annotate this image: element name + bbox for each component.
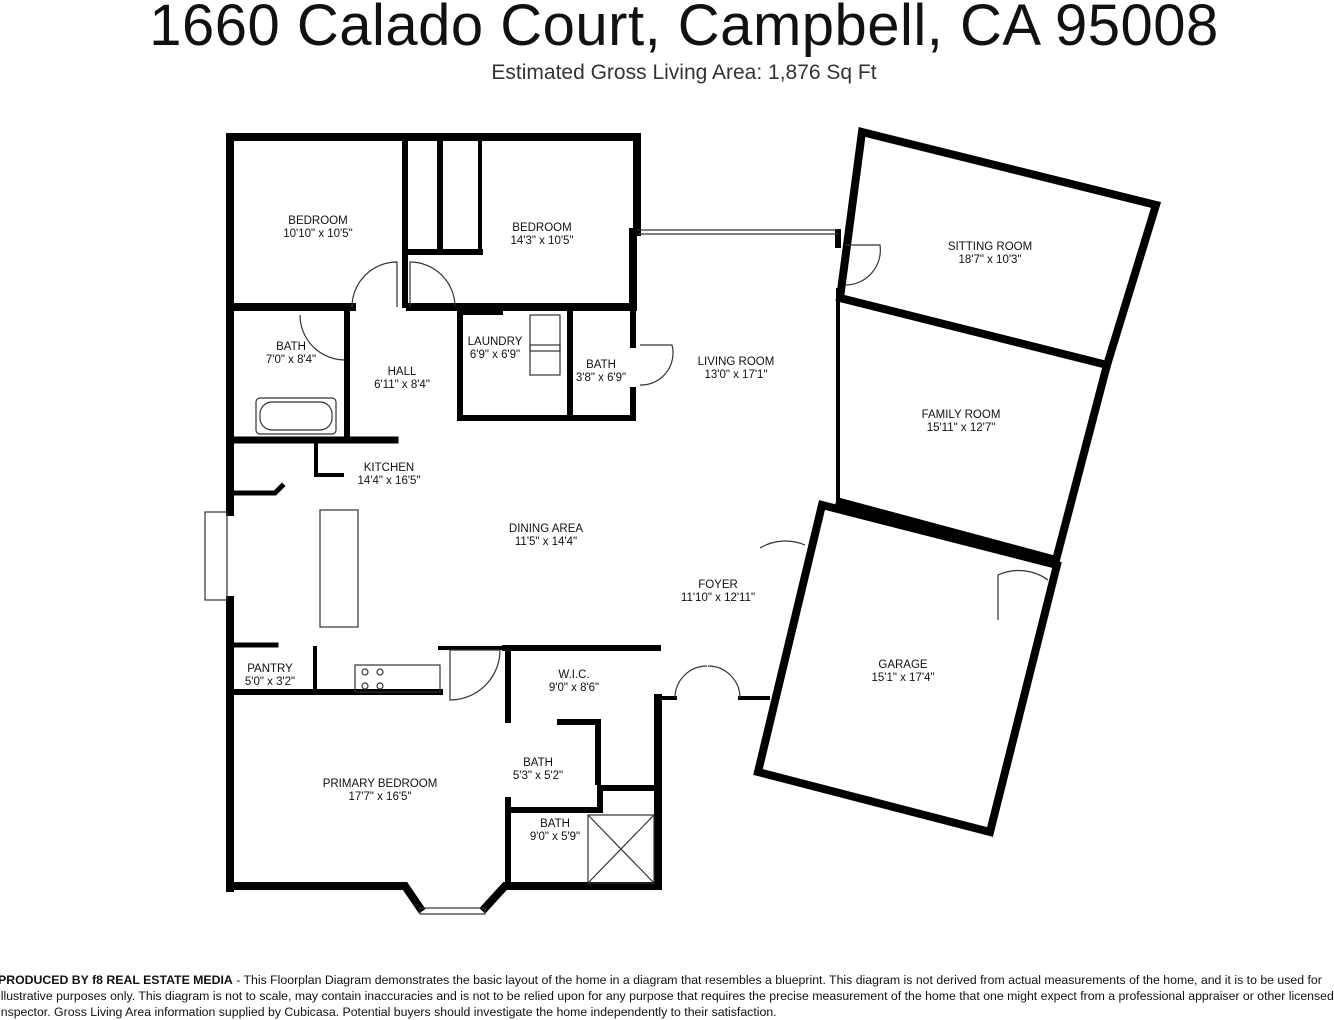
gross-living-area: Estimated Gross Living Area: 1,876 Sq Ft xyxy=(491,61,877,84)
room-size: 5'3" x 5'2" xyxy=(513,770,563,782)
disclaimer-lead: PRODUCED BY f8 REAL ESTATE MEDIA xyxy=(0,973,233,987)
room-name: DINING AREA xyxy=(509,523,583,535)
room-size: 3'8" x 6'9" xyxy=(576,372,626,384)
room-size: 9'0" x 8'6" xyxy=(549,682,599,694)
room-name: BATH xyxy=(540,818,570,830)
room-name: HALL xyxy=(388,366,417,378)
room-size: 5'0" x 3'2" xyxy=(245,676,295,688)
room-name: W.I.C. xyxy=(558,669,589,681)
room-name: KITCHEN xyxy=(364,462,414,474)
room-name: BATH xyxy=(276,341,306,353)
room-name: BATH xyxy=(523,757,553,769)
room-size: 11'5" x 14'4" xyxy=(515,536,577,548)
room-name: LIVING ROOM xyxy=(698,356,775,368)
room-name: BEDROOM xyxy=(512,222,571,234)
room-size: 9'0" x 5'9" xyxy=(530,831,580,843)
room-size: 13'0" x 17'1" xyxy=(704,369,767,381)
room-name: BEDROOM xyxy=(288,215,347,227)
room-size: 15'11" x 12'7" xyxy=(927,422,996,434)
page-title: 1660 Calado Court, Campbell, CA 95008 xyxy=(149,0,1219,58)
room-name: GARAGE xyxy=(878,659,928,671)
room-size: 18'7" x 10'3" xyxy=(958,254,1021,266)
disclaimer: PRODUCED BY f8 REAL ESTATE MEDIA - This … xyxy=(0,972,1334,1020)
room-size: 10'10" x 10'5" xyxy=(283,228,352,240)
room-size: 14'3" x 10'5" xyxy=(510,235,573,247)
room-name: FOYER xyxy=(698,579,738,591)
room-name: LAUNDRY xyxy=(468,336,523,348)
room-name: SITTING ROOM xyxy=(948,241,1032,253)
windows-and-fixtures xyxy=(204,229,1049,915)
room-size: 15'1" x 17'4" xyxy=(871,672,934,684)
room-size: 7'0" x 8'4" xyxy=(266,354,316,366)
room-name: PRIMARY BEDROOM xyxy=(323,778,438,790)
disclaimer-text: - This Floorplan Diagram demonstrates th… xyxy=(0,973,1334,1019)
room-size: 14'4" x 16'5" xyxy=(357,475,420,487)
walls xyxy=(226,127,1162,914)
room-name: PANTRY xyxy=(247,663,293,675)
room-labels: BEDROOM 10'10" x 10'5" BEDROOM 14'3" x 1… xyxy=(245,215,1032,843)
room-size: 17'7" x 16'5" xyxy=(348,791,411,803)
room-size: 6'11" x 8'4" xyxy=(374,379,430,391)
room-name: FAMILY ROOM xyxy=(922,409,1001,421)
room-name: BATH xyxy=(586,359,616,371)
room-size: 6'9" x 6'9" xyxy=(470,349,520,361)
room-size: 11'10" x 12'11" xyxy=(681,592,755,604)
